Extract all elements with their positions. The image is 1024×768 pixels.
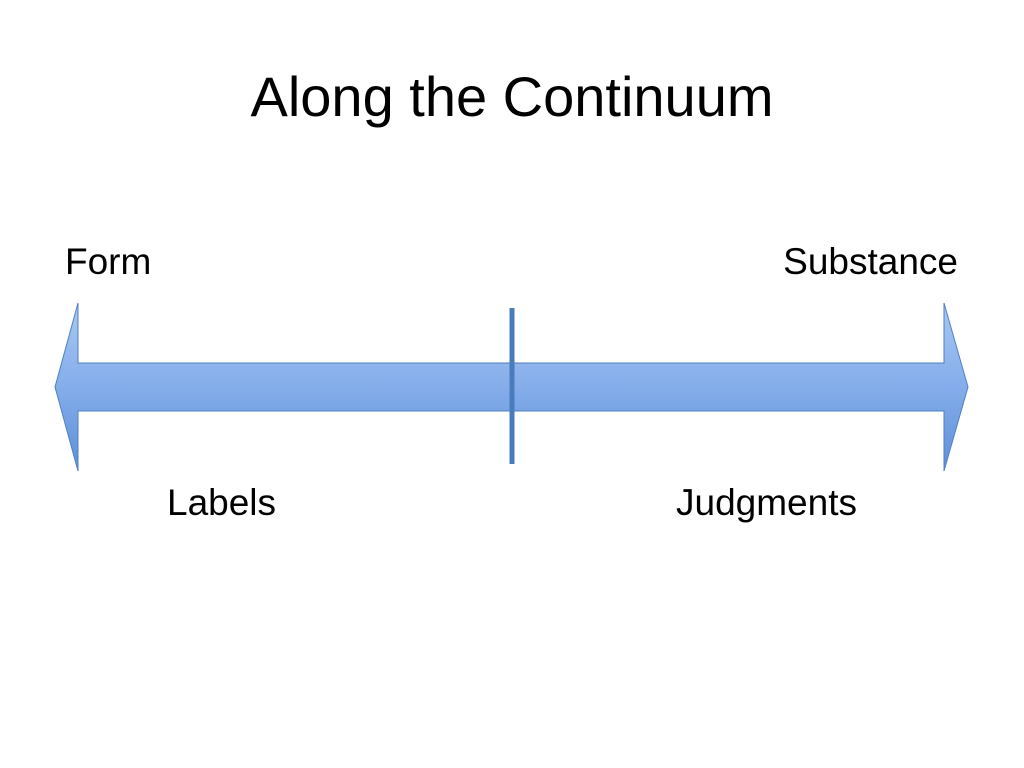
continuum-right-end-label: Substance: [783, 241, 958, 282]
continuum-right-region-label: Judgments: [676, 482, 857, 523]
slide-title: Along the Continuum: [250, 65, 774, 128]
continuum-left-end-label: Form: [65, 241, 152, 282]
continuum-left-region-label: Labels: [167, 482, 277, 523]
